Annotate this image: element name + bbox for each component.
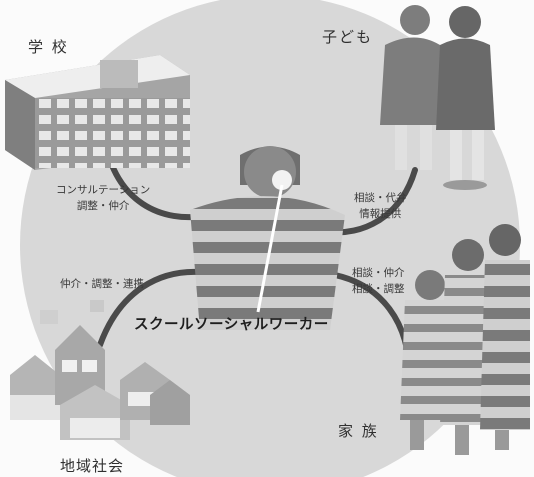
- relation-school-line-1: コンサルテーション: [56, 184, 151, 196]
- relation-family-text: 相談・仲介 相談・調整: [352, 265, 405, 297]
- relation-family-line-2: 相談・調整: [352, 283, 405, 295]
- arc-community: [97, 268, 203, 348]
- relation-community-line-1: 仲介・調整・連携: [60, 278, 144, 290]
- community-houses: [10, 300, 190, 440]
- relation-child-text: 相談・代弁 情報提供: [354, 190, 407, 222]
- school-building: [5, 55, 190, 170]
- node-community-label: 地域社会: [60, 457, 125, 475]
- relation-child-line-1: 相談・代弁: [354, 192, 407, 204]
- relation-school-text: コンサルテーション 調整・仲介: [56, 182, 150, 214]
- family-figures: [400, 224, 530, 455]
- node-school-label: 学 校: [28, 38, 69, 56]
- social-worker-figure: [190, 146, 345, 330]
- node-child-label: 子ども: [322, 28, 374, 46]
- relation-child-line-2: 情報提供: [359, 208, 402, 220]
- children-figures: [380, 5, 495, 190]
- relation-school-line-2: 調整・仲介: [76, 200, 130, 212]
- node-family-label: 家 族: [338, 422, 379, 440]
- relation-family-line-1: 相談・仲介: [352, 267, 405, 279]
- center-label: スクールソーシャルワーカー: [134, 317, 329, 333]
- relation-community-text: 仲介・調整・連携: [60, 276, 144, 292]
